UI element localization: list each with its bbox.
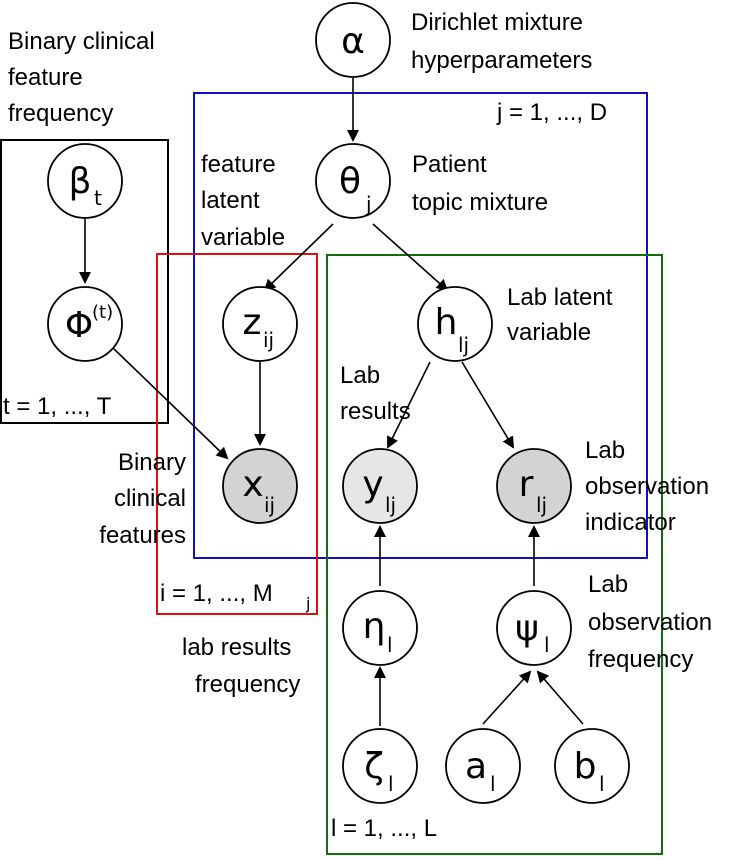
node-b-symbol: b bbox=[574, 746, 597, 787]
node-phi-symbol: Φ bbox=[65, 305, 93, 346]
label-feature-latent-2: latent bbox=[201, 187, 260, 214]
node-a-sub: l bbox=[490, 772, 496, 796]
plate-t bbox=[0, 139, 169, 424]
label-binary-features-1: Binary bbox=[118, 449, 186, 476]
node-a bbox=[445, 728, 521, 804]
node-z-symbol: z bbox=[243, 302, 262, 343]
node-y-sub: lj bbox=[385, 493, 396, 517]
label-lab-results-1: Lab bbox=[340, 362, 380, 389]
edge-b-psi bbox=[536, 670, 584, 725]
node-y bbox=[342, 448, 418, 524]
node-zeta bbox=[342, 728, 418, 804]
node-psi bbox=[496, 590, 572, 666]
node-r bbox=[496, 448, 572, 524]
plate-i bbox=[156, 253, 318, 615]
label-patient-topic-1: Patient bbox=[412, 151, 487, 178]
plate-j-label: j = 1, ..., D bbox=[496, 99, 607, 126]
label-lab-obs-freq-2: observation bbox=[588, 609, 712, 636]
plate-j bbox=[193, 92, 648, 559]
label-lab-results-2: results bbox=[340, 398, 411, 425]
node-r-sub: lj bbox=[536, 493, 547, 517]
node-alpha bbox=[315, 2, 391, 78]
label-lab-obs-freq-3: frequency bbox=[588, 646, 693, 673]
node-psi-symbol: ψ bbox=[515, 608, 539, 649]
node-theta bbox=[315, 143, 391, 219]
node-theta-sub: j bbox=[365, 192, 372, 216]
label-binary-features-3: features bbox=[99, 522, 186, 549]
label-lab-results-freq-1: lab results bbox=[182, 634, 291, 661]
node-beta-sub: t bbox=[94, 186, 102, 210]
node-eta-symbol: η bbox=[363, 606, 386, 647]
label-binary-freq-1: Binary clinical bbox=[8, 28, 155, 55]
edge-a-psi bbox=[482, 670, 532, 725]
node-h-sub: lj bbox=[458, 333, 469, 357]
edge-theta-z bbox=[263, 223, 334, 292]
node-alpha-symbol: α bbox=[341, 21, 365, 62]
label-lab-obs-freq-1: Lab bbox=[588, 571, 628, 598]
node-beta-symbol: β bbox=[69, 161, 92, 202]
label-dirichlet-1: Dirichlet mixture bbox=[411, 9, 583, 36]
plate-i-sub: j bbox=[305, 594, 310, 613]
node-b bbox=[554, 728, 630, 804]
node-r-symbol: r bbox=[519, 464, 534, 505]
node-zeta-symbol: ζ bbox=[364, 746, 384, 787]
label-lab-latent-2: variable bbox=[507, 319, 591, 346]
node-y-symbol: y bbox=[362, 464, 383, 505]
node-beta bbox=[47, 143, 123, 219]
node-psi-sub: l bbox=[544, 633, 550, 657]
edge-phi-x bbox=[112, 347, 229, 460]
node-phi-sup: (t) bbox=[92, 302, 113, 323]
label-lab-obs-indicator-2: observation bbox=[585, 473, 709, 500]
node-b-sub: l bbox=[599, 772, 605, 796]
label-feature-latent-1: feature bbox=[201, 151, 276, 178]
label-feature-latent-3: variable bbox=[201, 224, 285, 251]
label-binary-features-2: clinical bbox=[114, 485, 186, 512]
node-x-symbol: x bbox=[242, 464, 263, 505]
node-x-sub: ij bbox=[264, 493, 275, 517]
node-eta bbox=[342, 590, 418, 666]
node-x bbox=[222, 448, 298, 524]
node-eta-sub: l bbox=[387, 633, 393, 657]
label-dirichlet-2: hyperparameters bbox=[411, 47, 592, 74]
label-binary-freq-2: feature bbox=[8, 64, 83, 91]
label-lab-obs-indicator-1: Lab bbox=[585, 437, 625, 464]
plate-l bbox=[326, 254, 663, 855]
edge-theta-h bbox=[372, 223, 449, 292]
plate-t-label: t = 1, ..., T bbox=[3, 393, 112, 420]
node-z bbox=[222, 286, 298, 362]
plate-i-label: i = 1, ..., M bbox=[160, 580, 273, 607]
node-phi bbox=[47, 286, 123, 362]
plate-l-label: l = 1, ..., L bbox=[331, 815, 437, 842]
edge-h-r bbox=[461, 361, 515, 449]
label-lab-latent-1: Lab latent bbox=[507, 284, 613, 311]
label-binary-freq-3: frequency bbox=[8, 100, 113, 127]
node-h bbox=[417, 286, 493, 362]
label-lab-obs-indicator-3: indicator bbox=[585, 509, 676, 536]
label-lab-results-freq-2: frequency bbox=[195, 671, 300, 698]
edge-h-y bbox=[387, 361, 431, 449]
node-a-symbol: a bbox=[465, 746, 487, 787]
node-z-sub: ij bbox=[263, 328, 274, 352]
node-theta-symbol: θ bbox=[339, 161, 361, 202]
node-zeta-sub: l bbox=[388, 772, 394, 796]
label-patient-topic-2: topic mixture bbox=[412, 189, 548, 216]
node-h-symbol: h bbox=[435, 302, 458, 343]
